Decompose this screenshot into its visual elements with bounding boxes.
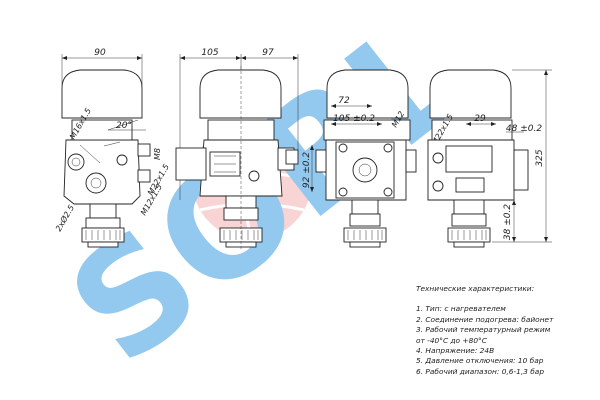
spec-item: 5. Давление отключения: 10 бар	[416, 356, 544, 366]
dim-92: 92 ±0.2	[302, 152, 312, 188]
dim-29: 29	[474, 114, 486, 124]
thread-m8: M8	[153, 148, 162, 160]
spec-item: 3. Рабочий температурный режим	[416, 325, 551, 335]
dim-105: 105	[201, 48, 218, 58]
specs-title: Технические характеристики:	[416, 284, 535, 293]
view-3: 72 105 ±0.2 M12 92 ±0.2	[302, 69, 417, 248]
spec-item: 2. Соединение подогрева: байонет	[416, 314, 554, 324]
spec-item: 6. Рабочий диапазон: 0,6-1,3 бар	[416, 366, 545, 376]
dim-325: 325	[535, 149, 545, 166]
dim-105-tol: 105 ±0.2	[333, 114, 375, 124]
spec-item: 4. Напряжение: 24В	[416, 346, 495, 356]
dim-angle: 20°	[116, 121, 132, 131]
spec-item: 1. Тип: с нагревателем	[416, 304, 506, 314]
dim-72: 72	[338, 96, 350, 106]
view-2: 105 97	[175, 48, 299, 250]
dim-48: 48 ±0.2	[506, 124, 542, 134]
dim-97: 97	[262, 48, 274, 58]
view-4: M22x1.5 29 48 ±0.2 325 38 ±0.2	[427, 69, 552, 248]
thread-bottom: 2xØ2.5	[53, 203, 76, 233]
dim-90: 90	[94, 48, 106, 58]
spec-item: от -40°C до +80°C	[416, 335, 487, 345]
dim-38: 38 ±0.2	[503, 204, 513, 240]
technical-specs: Технические характеристики: 1. Тип: с на…	[416, 284, 598, 377]
